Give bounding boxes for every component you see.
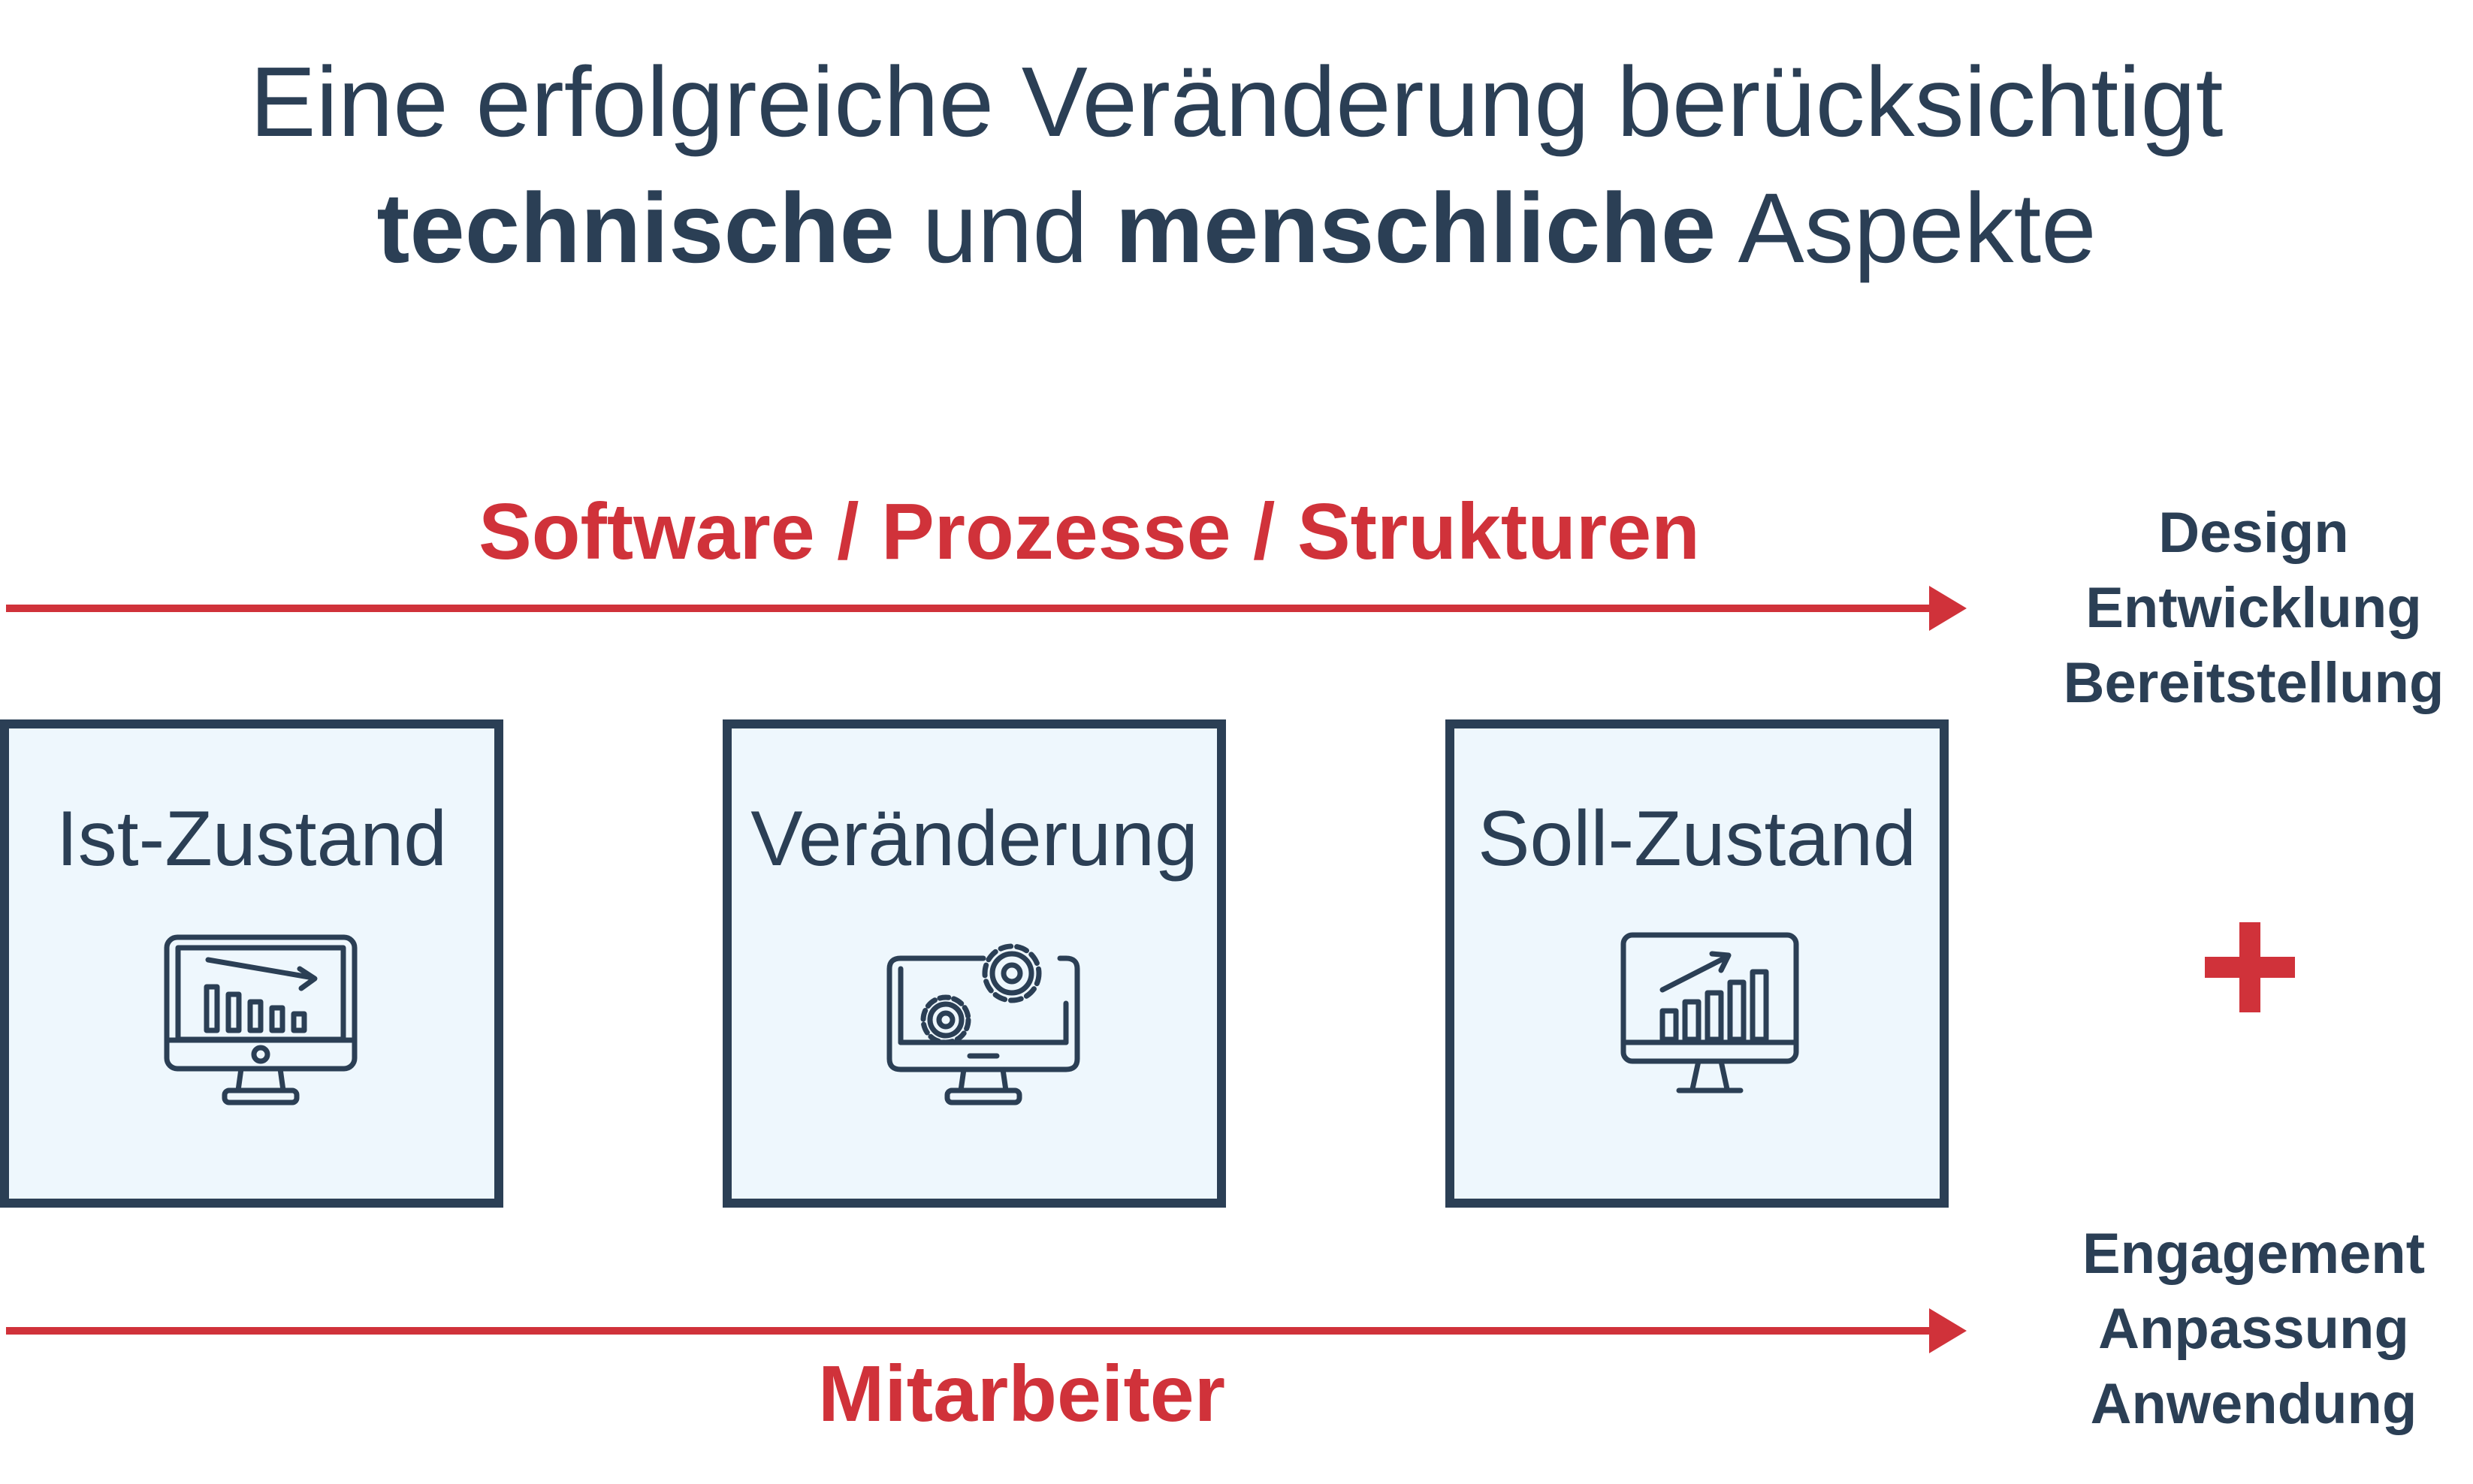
monitor-rising-chart-icon — [1620, 932, 1799, 1093]
stage-box-soll-zustand: Soll-Zustand — [1445, 719, 1949, 1208]
human-aspect-item: Engagement — [2082, 1222, 2426, 1286]
title-line-1: Eine erfolgreiche Veränderung berücksich… — [249, 47, 2224, 157]
human-aspect-item: Anpassung — [2098, 1297, 2409, 1361]
monitor-declining-chart-icon — [164, 934, 358, 1105]
title-bold-technical: technische — [376, 173, 895, 283]
plus-icon — [2205, 922, 2295, 1012]
title-connector: und — [894, 173, 1116, 283]
human-flow-arrow — [6, 1308, 1967, 1353]
stage-label: Soll-Zustand — [1478, 795, 1916, 882]
stage-label: Ist-Zustand — [56, 795, 448, 882]
technical-aspects-list: Design Entwicklung Bereitstellung — [1983, 496, 2473, 721]
technical-flow-arrow — [6, 586, 1967, 631]
human-flow-label: Mitarbeiter — [818, 1350, 1225, 1438]
monitor-gears-icon — [886, 943, 1080, 1105]
title-bold-human: menschliche — [1115, 173, 1717, 283]
stage-box-ist-zustand: Ist-Zustand — [0, 719, 503, 1208]
stage-box-veraenderung: Veränderung — [723, 719, 1226, 1208]
technical-flow-label: Software / Prozesse / Strukturen — [479, 487, 1700, 576]
technical-aspect-item: Design — [2158, 501, 2349, 565]
technical-aspect-item: Bereitstellung — [2063, 651, 2444, 715]
title-ending: Aspekte — [1716, 173, 2097, 283]
stage-label: Veränderung — [750, 795, 1198, 882]
title-line-2: technische und menschliche Aspekte — [0, 165, 2473, 291]
human-aspects-list: Engagement Anpassung Anwendung — [1983, 1217, 2473, 1442]
technical-aspect-item: Entwicklung — [2085, 576, 2422, 640]
human-aspect-item: Anwendung — [2090, 1372, 2417, 1436]
